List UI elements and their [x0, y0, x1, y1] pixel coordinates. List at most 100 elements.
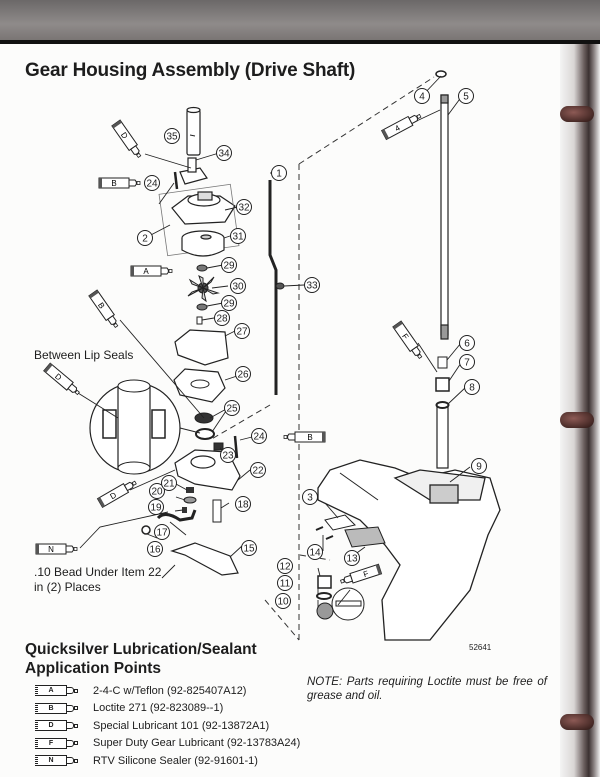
part-20-grommet [183, 496, 197, 504]
legend-item-b: B Loctite 271 (92-823089--1) [35, 700, 300, 718]
callout-13: 13 [344, 550, 360, 566]
callout-4: 4 [414, 88, 430, 104]
svg-text:30: 30 [232, 282, 244, 293]
part-15-gasket [170, 542, 239, 576]
part-28-key [196, 316, 203, 325]
callout-5: 5 [458, 88, 474, 104]
svg-text:4: 4 [419, 92, 425, 103]
tube-icon: F [35, 737, 79, 749]
svg-text:1: 1 [276, 169, 282, 180]
part-5-drive-shaft [440, 94, 449, 340]
part-1-stud [268, 180, 278, 395]
part-24-bolt-lower [233, 435, 239, 459]
exploded-diagram: D B A B D B D N 4 F F 1 2 3 4 5 6 7 8 9 … [35, 70, 501, 641]
lube-tube-d-top: D [111, 119, 145, 160]
callout-32: 32 [236, 199, 252, 215]
tube-label: N [48, 545, 54, 554]
legend-text: Special Lubricant 101 (92-13872A1) [93, 719, 270, 732]
svg-text:8: 8 [469, 383, 475, 394]
svg-text:15: 15 [243, 544, 255, 555]
part-31-liner [181, 230, 225, 257]
callout-11: 11 [277, 575, 293, 591]
svg-text:27: 27 [236, 327, 248, 338]
part-7-bearing-race [435, 377, 450, 392]
callout-24-top: 24 [144, 175, 160, 191]
part-14-screw-b [325, 535, 334, 540]
tube-label: F [362, 569, 370, 579]
svg-text:20: 20 [151, 487, 163, 498]
part-35-sleeve [186, 106, 201, 156]
lube-tube-a-31: A [130, 265, 173, 277]
callout-2: 2 [137, 230, 153, 246]
callout-14: 14 [307, 544, 323, 560]
svg-text:2: 2 [142, 234, 148, 245]
part-21-nut [186, 487, 194, 493]
part-30-impeller [187, 275, 220, 303]
callout-22: 22 [250, 462, 266, 478]
callout-21: 21 [161, 475, 177, 491]
callout-25: 25 [224, 400, 240, 416]
svg-text:18: 18 [237, 500, 249, 511]
part-10-pinion-gear [316, 602, 334, 620]
part-17-tube [156, 509, 197, 522]
svg-text:24: 24 [146, 179, 158, 190]
part-3-plate [324, 514, 356, 531]
tube-icon: N [35, 755, 79, 767]
callout-12: 12 [277, 558, 293, 574]
callouts: 1 2 3 4 5 6 7 8 9 10 11 12 13 14 15 16 1… [137, 88, 487, 609]
part-24-bolt-top [173, 171, 179, 190]
svg-text:26: 26 [237, 370, 249, 381]
binder-spine [560, 44, 600, 777]
callout-18: 18 [235, 496, 251, 512]
part-12-bearing [317, 575, 332, 589]
legend-text: Loctite 271 (92-823089--1) [93, 702, 224, 715]
part-25-seal-bottom [195, 428, 215, 440]
binder-ring-top [560, 106, 594, 122]
svg-text:14: 14 [309, 548, 321, 559]
callout-29-bottom: 29 [221, 295, 237, 311]
dashed-line-top [298, 76, 435, 165]
detail-circle-lip-seals [89, 379, 201, 475]
svg-text:3: 3 [307, 493, 313, 504]
part-13-screen [344, 526, 386, 548]
callout-20: 20 [149, 483, 165, 499]
between-lip-seals-label: Between Lip Seals [34, 348, 134, 362]
scan-top-edge [0, 0, 600, 44]
part-14-screw-a [315, 526, 324, 531]
callout-34: 34 [216, 145, 232, 161]
svg-text:28: 28 [216, 314, 228, 325]
svg-text:22: 22 [252, 466, 264, 477]
callout-17: 17 [154, 524, 170, 540]
part-4-washer [435, 70, 447, 78]
lube-tube-b-24b: B [283, 431, 326, 443]
callout-29-top: 29 [221, 257, 237, 273]
svg-text:24: 24 [253, 432, 265, 443]
dashed-line-pump [209, 404, 271, 441]
bead-note-line1: .10 Bead Under Item 22 [34, 565, 162, 579]
part-33-clip [275, 282, 285, 290]
part-19-screw [182, 507, 187, 513]
svg-text:13: 13 [346, 554, 358, 565]
legend-title-line2: Application Points [25, 660, 162, 677]
svg-text:34: 34 [218, 149, 230, 160]
svg-text:7: 7 [464, 358, 470, 369]
svg-text:10: 10 [277, 597, 289, 608]
svg-text:29: 29 [223, 299, 235, 310]
part-26-gasket-hole [190, 379, 210, 389]
svg-text:17: 17 [156, 528, 168, 539]
legend-text: RTV Silicone Sealer (92-91601-1) [93, 754, 258, 767]
callout-16: 16 [147, 541, 163, 557]
svg-text:12: 12 [279, 562, 291, 573]
tube-icon: A [35, 685, 79, 697]
callout-19: 19 [148, 499, 164, 515]
lube-tube-f-7: F [392, 320, 426, 361]
tube-label: D [108, 490, 118, 501]
callout-33: 33 [304, 277, 320, 293]
callout-6: 6 [459, 335, 475, 351]
part-23-nut [213, 442, 224, 451]
legend-item-d: D Special Lubricant 101 (92-13872A1) [35, 717, 300, 735]
lube-tube-4: 4 [381, 110, 424, 140]
svg-text:21: 21 [163, 479, 175, 490]
tube-icon: B [35, 702, 79, 714]
tube-label: D [119, 131, 130, 141]
